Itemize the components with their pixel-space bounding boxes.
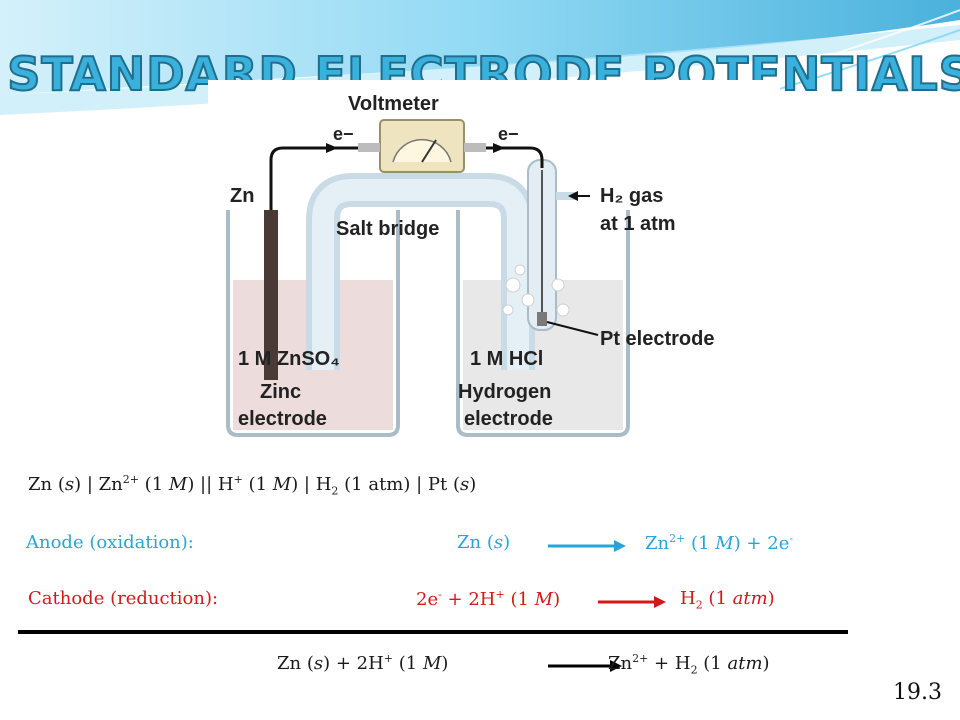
anode-reactant: Zn (s) — [457, 532, 511, 553]
overall-products: Zn2+ + H2 (1 atm) — [608, 652, 770, 677]
zinc-electrode-rod — [264, 210, 278, 380]
electron-label-left: e− — [333, 124, 354, 144]
anode-label: Anode (oxidation): — [26, 532, 194, 553]
cell-notation: Zn (s) | Zn2+ (1 M) || H+ (1 M) | H2 (1 … — [28, 473, 477, 498]
external-wire — [269, 146, 544, 210]
h2-gas-label: H₂ gas — [600, 185, 663, 207]
equation-divider — [18, 630, 848, 634]
anode-reaction-arrow — [548, 540, 626, 552]
cathode-label: Cathode (reduction): — [28, 588, 219, 609]
electrochemical-cell-diagram: Voltmeter e− e− Zn Salt bridge H₂ gas at… — [208, 80, 780, 440]
cathode-reaction-arrow — [598, 596, 666, 608]
overall-reaction-arrow — [548, 660, 622, 672]
hydrogen-electrode-label-1: Hydrogen — [458, 381, 551, 403]
slide-number: 19.3 — [893, 680, 942, 705]
overall-reactants: Zn (s) + 2H+ (1 M) — [277, 652, 449, 674]
right-solution-label: 1 M HCl — [470, 348, 543, 370]
cathode-product: H2 (1 atm) — [680, 588, 775, 612]
cathode-reactant: 2e- + 2H+ (1 M) — [416, 588, 561, 610]
hydrogen-electrode-label-2: electrode — [464, 408, 553, 430]
zn-label: Zn — [230, 185, 254, 207]
salt-bridge-label: Salt bridge — [336, 218, 439, 240]
anode-product: Zn2+ (1 M) + 2e- — [645, 532, 794, 554]
voltmeter-label: Voltmeter — [348, 93, 439, 115]
electron-label-right: e− — [498, 124, 519, 144]
left-solution-label: 1 M ZnSO₄ — [238, 348, 340, 370]
voltmeter-icon — [358, 119, 486, 173]
zinc-electrode-label-2: electrode — [238, 408, 327, 430]
h2-pressure-label: at 1 atm — [600, 213, 676, 235]
pt-electrode-label: Pt electrode — [600, 328, 714, 350]
zinc-electrode-label-1: Zinc — [260, 381, 301, 403]
